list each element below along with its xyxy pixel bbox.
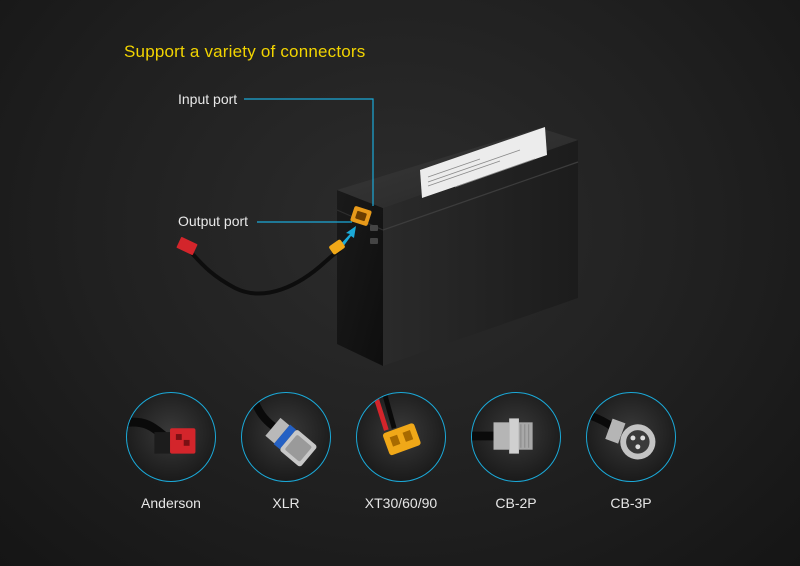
connector-label-xt: XT30/60/90	[364, 495, 438, 511]
xt-connector-icon	[356, 392, 446, 482]
xlr-connector-icon	[241, 392, 331, 482]
connector-label-xlr: XLR	[272, 495, 300, 511]
xt-plug	[329, 239, 345, 255]
anderson-plug	[176, 237, 198, 255]
output-port-label: Output port	[178, 213, 249, 229]
callout-lines	[244, 98, 374, 223]
anderson-connector-icon	[126, 392, 216, 482]
cb3p-connector-icon	[586, 392, 676, 482]
connector-label-cb2p: CB-2P	[495, 495, 537, 511]
headline: Support a variety of connectors	[124, 42, 366, 61]
input-port	[350, 206, 372, 226]
output-port	[370, 225, 378, 244]
battery-pack	[336, 127, 579, 366]
connector-label-anderson: Anderson	[141, 495, 201, 511]
input-port-label: Input port	[178, 91, 238, 107]
connector-label-cb3p: CB-3P	[610, 495, 652, 511]
cb2p-connector-icon	[471, 392, 561, 482]
